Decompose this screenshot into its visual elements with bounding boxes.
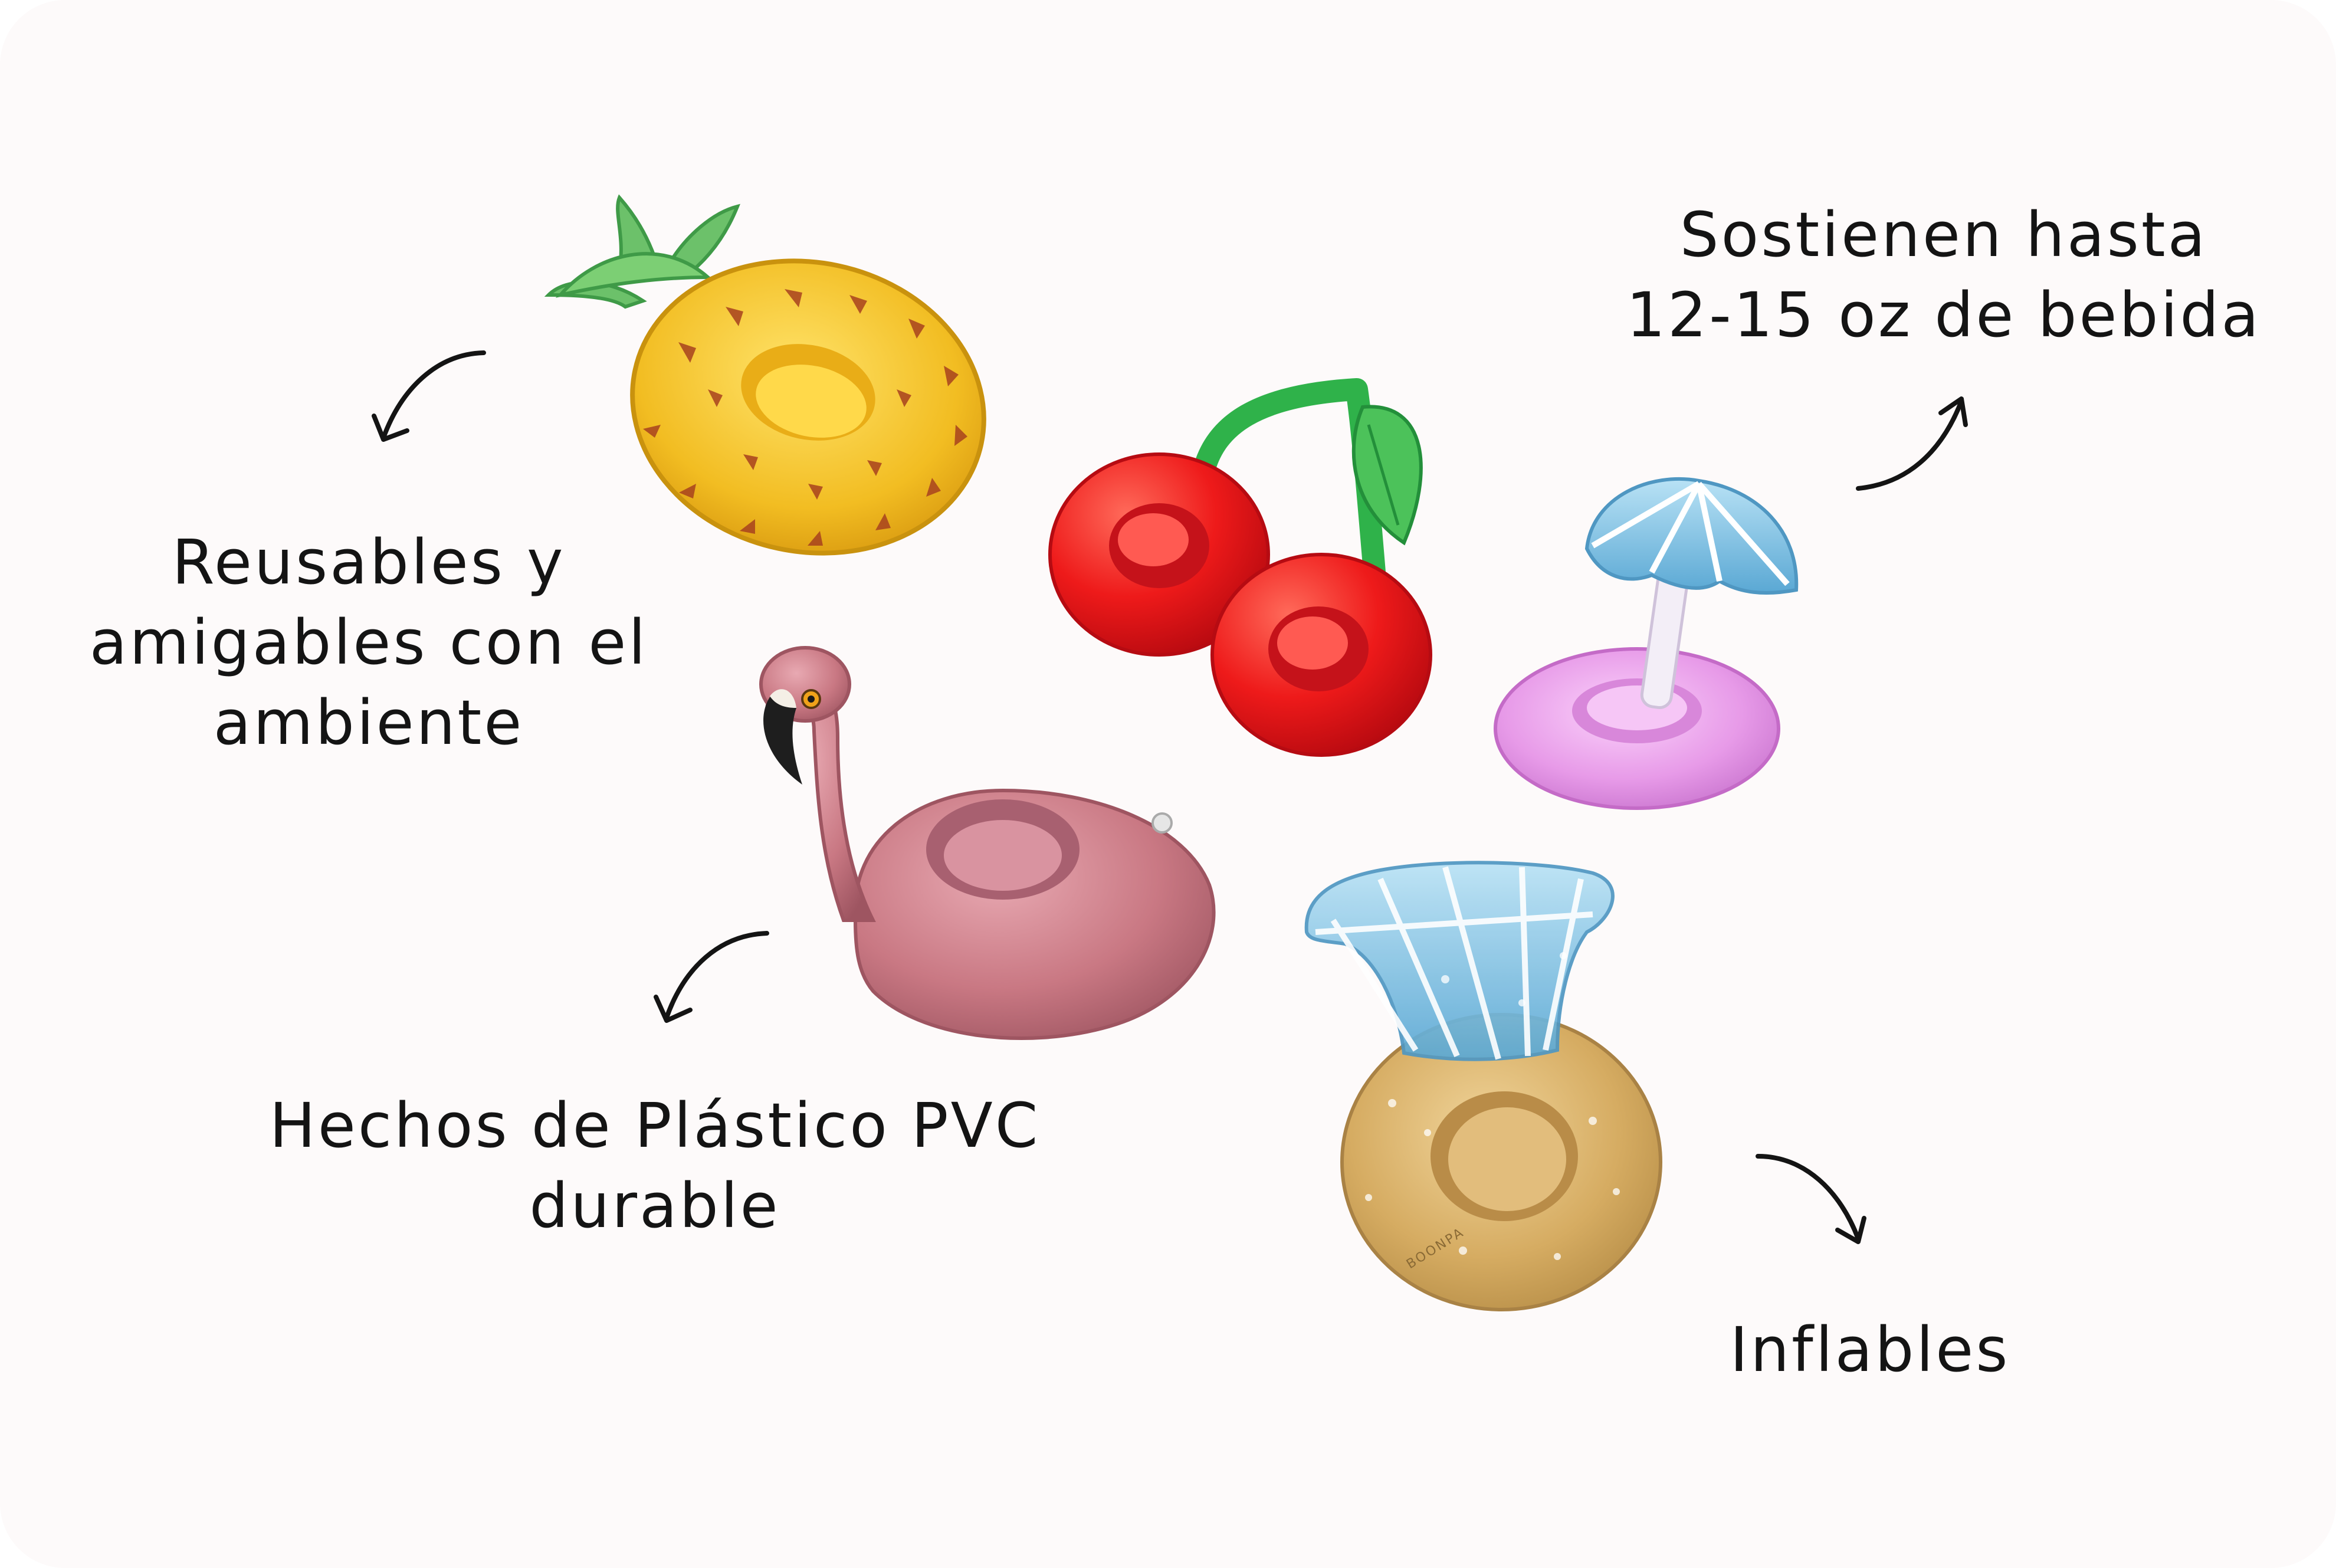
arrow-material [654, 931, 769, 1023]
umbrella-canopy [1584, 477, 1799, 595]
caption-capacity: Sostienen hasta 12-15 oz de bebida [1605, 195, 2283, 355]
caption-reusable: Reusables y amigables con el ambiente [65, 522, 672, 763]
caption-reusable-line-3: ambiente [213, 687, 524, 759]
caption-inflatable: Inflables [1664, 1310, 2076, 1390]
caption-capacity-line-1: Sostienen hasta [1679, 199, 2208, 271]
cherry-leaf [1351, 405, 1423, 546]
caption-material: Hechos de Plástico PVC durable [212, 1085, 1097, 1246]
caption-reusable-line-2: amigables con el [89, 606, 648, 678]
flamingo-float-image [759, 646, 1216, 1040]
flamingo-beak [763, 693, 802, 785]
caption-inflatable-line-1: Inflables [1730, 1314, 2010, 1386]
umbrella-float-image [1494, 477, 1799, 810]
arrow-reusable [372, 350, 486, 442]
caption-capacity-line-2: 12-15 oz de bebida [1626, 279, 2262, 351]
diamond-ring-float-image [1304, 861, 1662, 1311]
arrow-capacity [1856, 396, 1968, 491]
arrow-inflatable [1756, 1154, 1866, 1244]
diamond-top [1304, 861, 1615, 1061]
caption-material-line-1: Hechos de Plástico PVC [269, 1090, 1041, 1162]
pineapple-float-image [544, 194, 986, 556]
cherry-float-image [1048, 378, 1432, 757]
caption-reusable-line-1: Reusables y [172, 526, 566, 598]
caption-material-line-2: durable [529, 1170, 780, 1242]
